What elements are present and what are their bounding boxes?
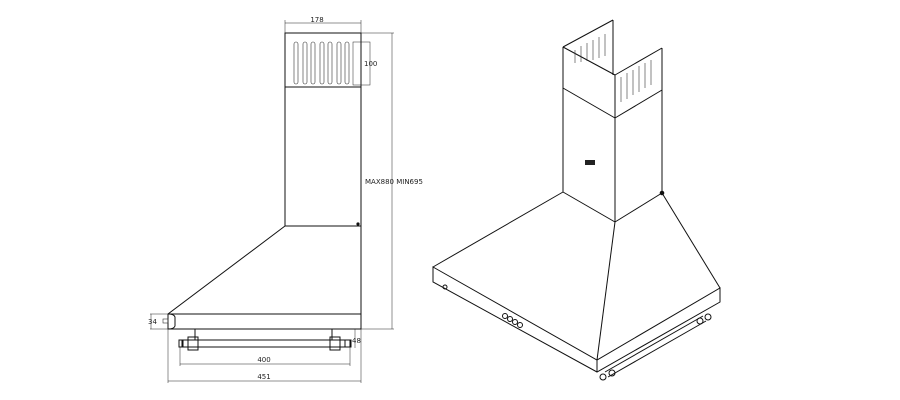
dim-rail-length: 400 xyxy=(257,356,270,364)
logo-badge xyxy=(585,160,595,165)
towel-rail xyxy=(178,329,352,351)
vent-slots xyxy=(293,41,350,85)
dim-depth: 451 xyxy=(257,373,270,381)
knob-icon xyxy=(162,318,169,324)
iso-towel-rail xyxy=(442,284,712,381)
dim-rail-offset: 48 xyxy=(352,337,361,345)
iso-vent-slots xyxy=(574,34,652,102)
upper-chimney xyxy=(284,32,362,88)
dim-chimney-width: 178 xyxy=(310,16,323,24)
side-view: 178 100 MAX880 MIN695 34 48 400 451 xyxy=(148,16,423,383)
dim-total-height: MAX880 MIN695 xyxy=(365,178,423,186)
dim-canopy-thickness: 34 xyxy=(148,318,157,326)
screw-icon xyxy=(356,222,360,226)
front-lip xyxy=(167,313,176,330)
control-knobs xyxy=(502,313,523,328)
dim-vent-height: 100 xyxy=(364,60,377,68)
vent-dimension-box xyxy=(352,41,371,86)
isometric-view xyxy=(432,19,721,381)
lower-chimney xyxy=(284,86,362,227)
